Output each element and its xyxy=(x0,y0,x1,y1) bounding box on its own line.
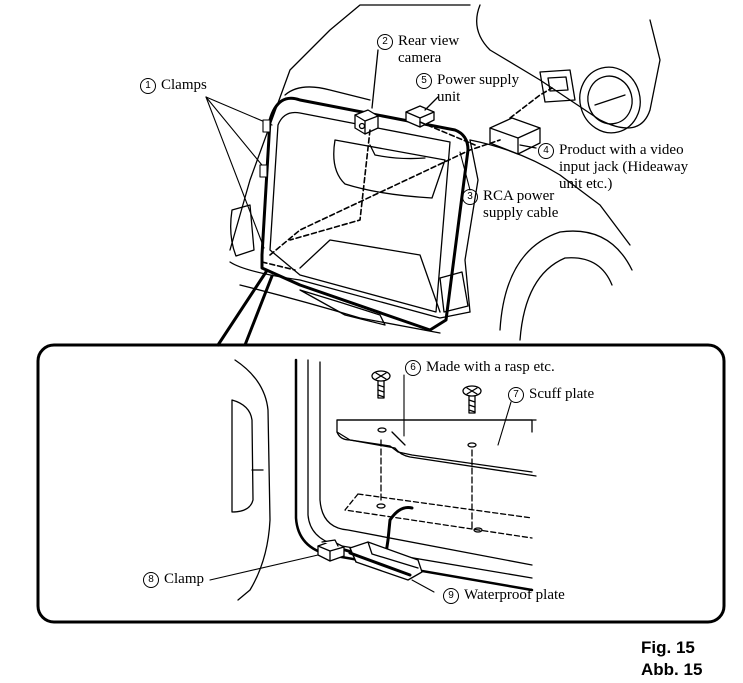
detail-leaders xyxy=(209,374,512,593)
screw-2 xyxy=(462,385,482,414)
screw-1 xyxy=(371,370,391,399)
rca-power-supply-cable xyxy=(261,87,553,271)
rear-view-camera xyxy=(354,49,379,135)
callout-number-2: 2 xyxy=(377,34,393,50)
callout-number-5: 5 xyxy=(416,73,432,89)
callout-number-8: 8 xyxy=(143,572,159,588)
figure-number-en: Fig. 15 xyxy=(641,638,695,657)
tailgate-opening xyxy=(260,96,470,332)
scuff-plate xyxy=(336,419,537,477)
waterproof-plate xyxy=(348,541,423,581)
vehicle-body xyxy=(229,4,661,341)
power-supply-unit xyxy=(405,96,439,128)
callout-number-4: 4 xyxy=(538,143,554,159)
clamp xyxy=(317,539,345,562)
clamps-leaders xyxy=(205,96,273,249)
callout-number-9: 9 xyxy=(443,588,459,604)
callout-number-3: 3 xyxy=(462,189,478,205)
hideaway-unit xyxy=(489,117,541,155)
callout-number-6: 6 xyxy=(405,360,421,376)
detail-frame xyxy=(36,343,726,624)
callout-number-1: 1 xyxy=(140,78,156,94)
callout-number-7: 7 xyxy=(508,387,524,403)
figure-number-de: Abb. 15 xyxy=(641,660,703,679)
